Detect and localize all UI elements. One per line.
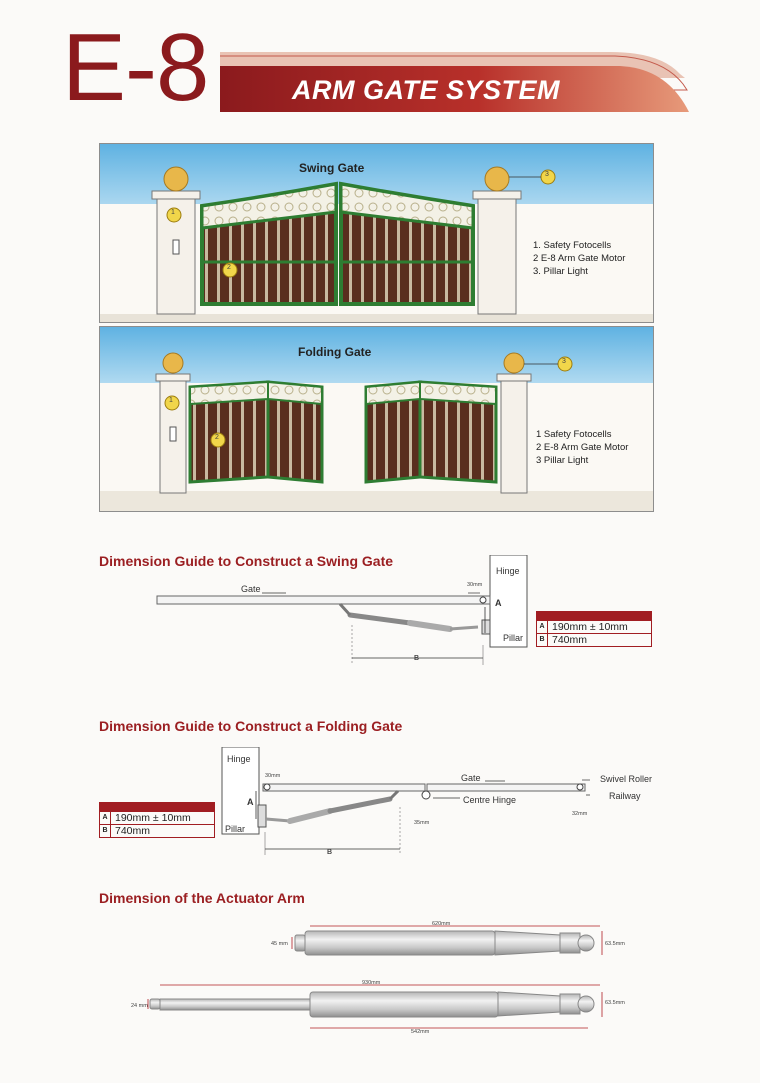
swing-gate-title: Swing Gate	[299, 161, 365, 175]
folding-gate-illustration: Folding Gate 1 2 3 1 Safety Fotocells 2 …	[99, 326, 654, 512]
short-arm-end-height: 63.5mm	[605, 941, 625, 947]
folding-gate-title: Folding Gate	[298, 345, 372, 359]
gap-label: 30mm	[265, 773, 281, 779]
legend-item: 1. Safety Fotocells	[533, 240, 612, 251]
long-arm-end-height: 63.5mm	[605, 1000, 625, 1006]
marker-1-label: 1	[171, 209, 175, 216]
dimension-35-label: 35mm	[414, 820, 430, 826]
actuator-drawing	[147, 925, 603, 1029]
actuator-title: Dimension of the Actuator Arm	[99, 890, 305, 906]
long-arm-diameter: 24 mm	[131, 1003, 148, 1009]
marker-3-label: 3	[562, 358, 566, 365]
folding-gate-legend: 1 Safety Fotocells 2 E-8 Arm Gate Motor …	[536, 428, 628, 467]
marker-1-label: 1	[169, 397, 173, 404]
legend-item: 1 Safety Fotocells	[536, 429, 612, 440]
hinge-label: Hinge	[496, 566, 520, 576]
short-arm-diameter: 45 mm	[271, 941, 288, 947]
hinge-label: Hinge	[227, 754, 251, 764]
swing-gate-illustration: Swing Gate 1 2 3 1. Safety Fotocells 2 E…	[99, 143, 654, 323]
marker-2-label: 2	[215, 434, 219, 441]
product-code: E-8	[62, 14, 209, 121]
title-banner	[220, 52, 689, 112]
short-arm-length: 620mm	[432, 921, 451, 927]
dimension-a-label: A	[495, 598, 502, 608]
marker-3-label: 3	[545, 171, 549, 178]
dimension-32-label: 32mm	[572, 811, 588, 817]
legend-item: 2 E-8 Arm Gate Motor	[536, 442, 629, 453]
folding-guide-diagram	[221, 747, 590, 855]
swivel-roller-label: Swivel Roller	[600, 774, 653, 784]
dimension-b-label: B	[414, 655, 420, 662]
swing-gate-drawing	[100, 144, 653, 322]
legend-item: 2 E-8 Arm Gate Motor	[533, 253, 626, 264]
swing-guide-diagram	[156, 555, 528, 665]
dimension-b-label: B	[327, 849, 333, 856]
long-arm-stroke: 542mm	[411, 1029, 430, 1035]
railway-label: Railway	[609, 791, 641, 801]
legend-item: 3 Pillar Light	[536, 455, 589, 466]
gap-label: 30mm	[467, 582, 483, 588]
folding-gate-drawing	[100, 327, 653, 511]
swing-gate-legend: 1. Safety Fotocells 2 E-8 Arm Gate Motor…	[533, 239, 625, 278]
banner-title: ARM GATE SYSTEM	[292, 75, 561, 105]
legend-item: 3. Pillar Light	[533, 266, 588, 277]
pillar-label: Pillar	[503, 633, 524, 643]
folding-guide-title: Dimension Guide to Construct a Folding G…	[99, 718, 403, 734]
gate-label: Gate	[241, 584, 261, 594]
gate-label: Gate	[461, 773, 481, 783]
dimension-a-label: A	[247, 797, 254, 807]
centre-hinge-label: Centre Hinge	[463, 795, 517, 805]
long-arm-length: 930mm	[362, 980, 381, 986]
marker-2-label: 2	[227, 264, 231, 271]
swing-guide-title: Dimension Guide to Construct a Swing Gat…	[99, 553, 394, 569]
pillar-label: Pillar	[225, 824, 246, 834]
